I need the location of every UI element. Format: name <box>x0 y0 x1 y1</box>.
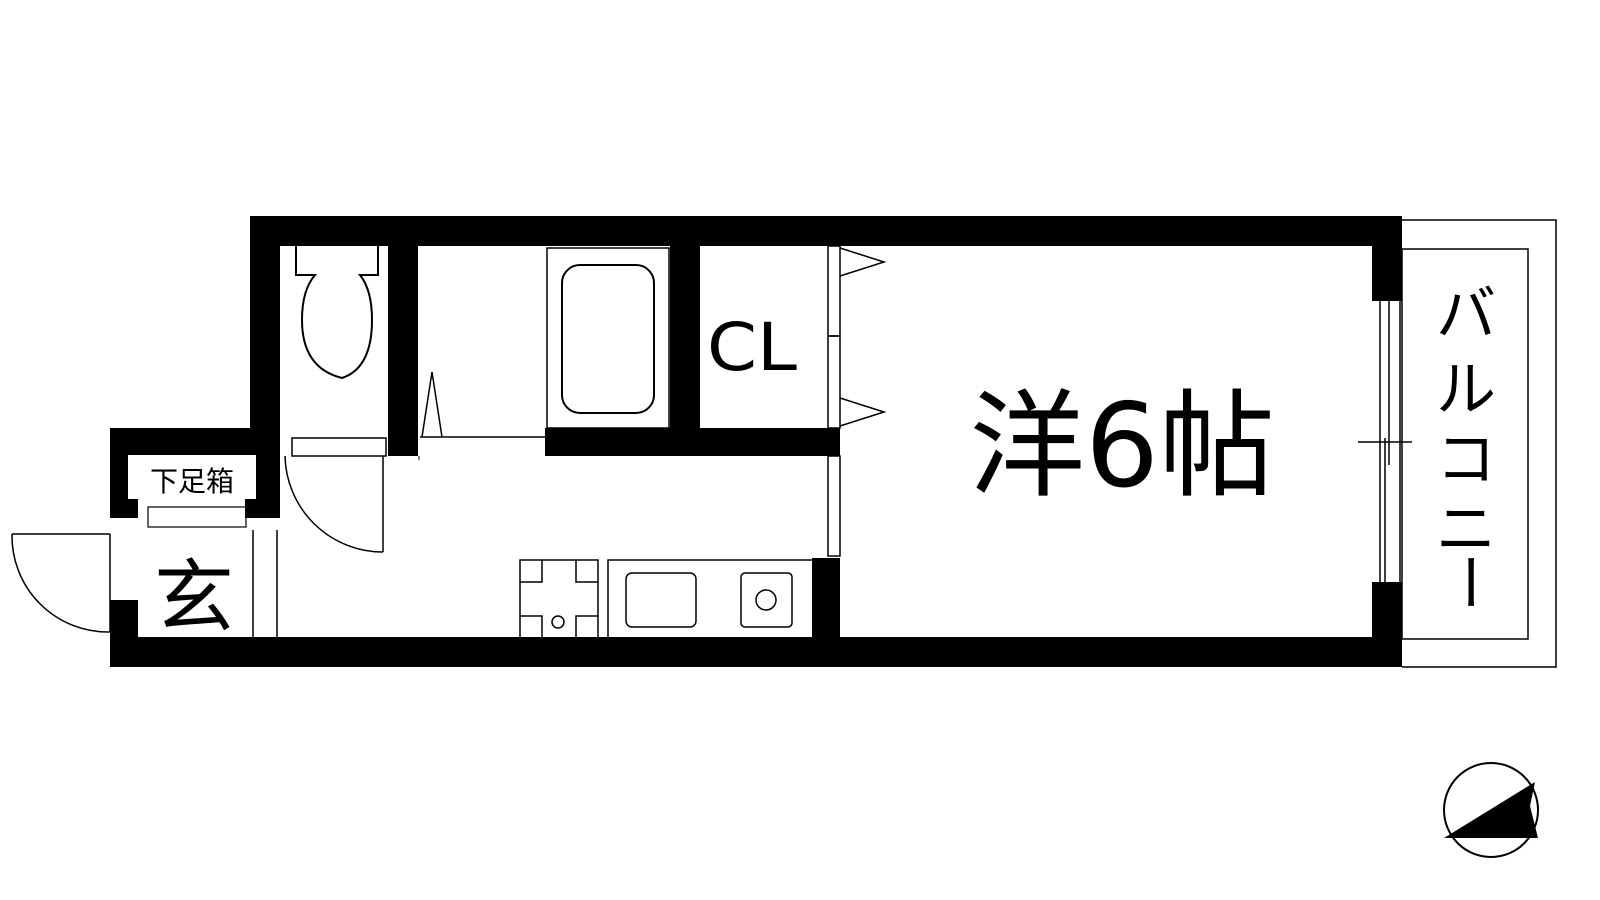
kitchen-counter <box>607 559 812 638</box>
svg-text:バ: バ <box>1436 280 1496 350</box>
entrance-label: 玄 <box>154 551 234 644</box>
bathtub-icon <box>561 264 655 414</box>
balcony <box>1386 219 1557 668</box>
shoe-box-label: 下足箱 <box>150 465 234 498</box>
wash-door-icon <box>421 371 443 438</box>
western-room-label: 洋6帖 <box>969 379 1275 514</box>
svg-text:コ: コ <box>1436 425 1496 495</box>
closet-door-icon <box>827 245 887 557</box>
balcony-window <box>1358 301 1412 582</box>
svg-text:ニ: ニ <box>1436 495 1496 565</box>
closet-label: CL <box>707 309 797 386</box>
north-arrow-icon <box>1443 762 1539 858</box>
stove-icon <box>740 572 793 628</box>
svg-text:ー: ー <box>1433 552 1503 612</box>
fridge-icon <box>519 559 599 639</box>
balcony-label: バ ル コ ニ ー <box>1433 280 1503 612</box>
door-swing-icon <box>284 455 384 553</box>
toilet-icon <box>295 246 379 380</box>
entrance-door-icon <box>11 533 111 633</box>
sink-icon <box>625 572 697 628</box>
svg-text:ル: ル <box>1436 355 1496 425</box>
